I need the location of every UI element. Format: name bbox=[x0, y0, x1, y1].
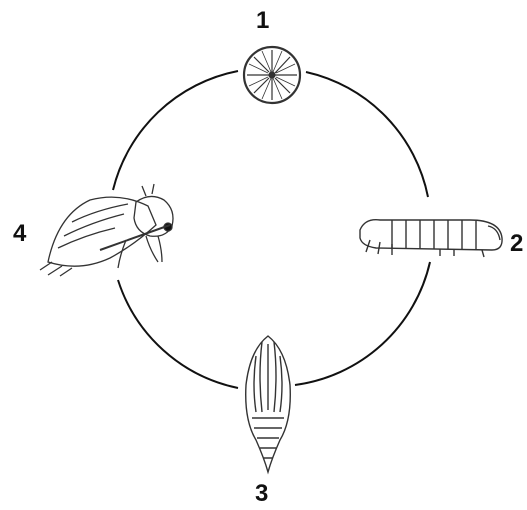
larva-icon bbox=[360, 220, 502, 257]
arc-4-1 bbox=[113, 71, 238, 190]
pupa-icon bbox=[246, 336, 291, 472]
arc-3-4 bbox=[118, 280, 238, 388]
cycle-circle bbox=[113, 71, 430, 388]
stage-label-2: 2 bbox=[510, 232, 523, 256]
stage-label-1: 1 bbox=[256, 9, 269, 33]
moth-icon bbox=[40, 184, 173, 276]
arc-2-3 bbox=[295, 262, 430, 385]
arc-1-2 bbox=[306, 72, 428, 197]
egg-icon bbox=[244, 47, 300, 103]
stage-label-4: 4 bbox=[13, 222, 26, 246]
stage-label-3: 3 bbox=[255, 482, 268, 506]
